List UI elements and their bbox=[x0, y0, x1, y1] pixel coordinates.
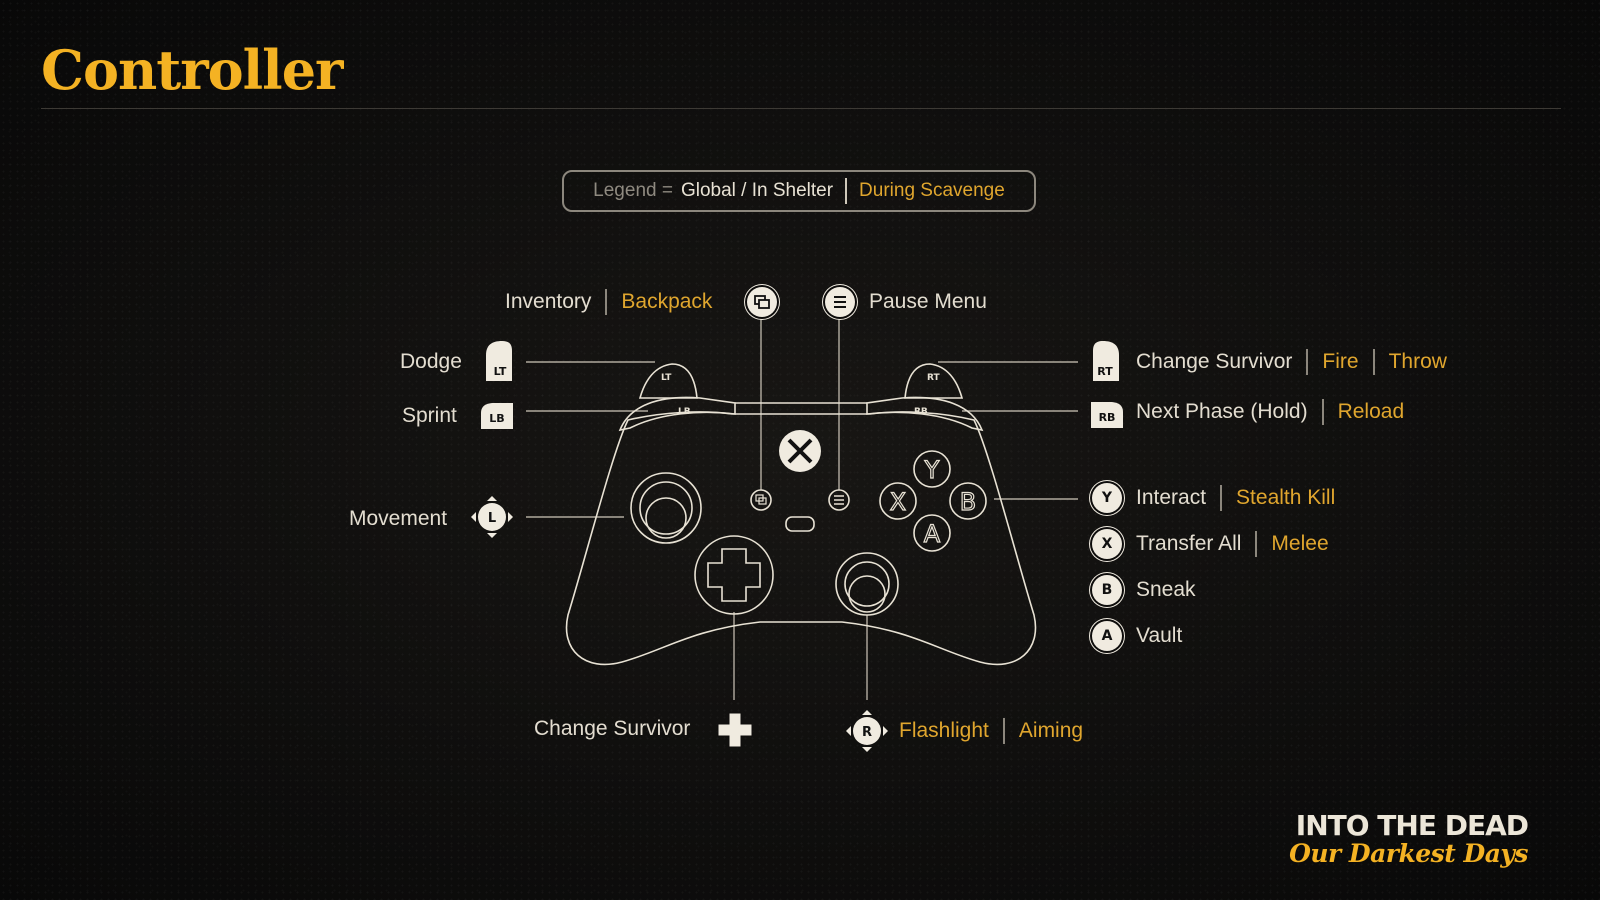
lb-key-icon: LB bbox=[481, 403, 513, 429]
title-divider bbox=[41, 108, 1561, 109]
controller-label-lt: LT bbox=[661, 373, 672, 383]
button-b-icon: B bbox=[1092, 575, 1122, 605]
xbox-logo bbox=[787, 438, 813, 464]
left-stick-icon: L bbox=[471, 496, 513, 538]
label-y: Interact Stealth Kill bbox=[1136, 485, 1336, 512]
leader-lines bbox=[526, 316, 1078, 700]
button-b bbox=[949, 482, 987, 520]
lb-global: Sprint bbox=[402, 404, 457, 427]
dpad-icon bbox=[717, 712, 753, 748]
separator bbox=[1002, 718, 1005, 745]
view-global: Inventory bbox=[505, 290, 592, 313]
view-icon bbox=[747, 287, 777, 317]
left-stick-outer bbox=[630, 472, 702, 544]
rb-key-label: RB bbox=[1099, 411, 1116, 424]
separator bbox=[605, 289, 608, 316]
controller-body bbox=[565, 411, 1037, 666]
separator bbox=[1220, 485, 1223, 512]
menu-global: Pause Menu bbox=[869, 290, 987, 313]
rs-scavenge-2: Aiming bbox=[1018, 719, 1084, 742]
a-global: Vault bbox=[1136, 624, 1183, 647]
controller-label-x: X bbox=[890, 488, 906, 516]
legend-box: Legend = Global / In Shelter During Scav… bbox=[562, 170, 1036, 212]
separator bbox=[1321, 399, 1324, 426]
game-logo: INTO THE DEAD Our Darkest Days bbox=[1289, 809, 1529, 868]
button-x bbox=[879, 482, 917, 520]
dpad-ring bbox=[694, 535, 774, 615]
right-stick-key-label: R bbox=[862, 725, 872, 740]
controller-label-y: Y bbox=[924, 456, 940, 484]
lb-key-label: LB bbox=[489, 412, 504, 425]
share-button bbox=[785, 516, 815, 532]
y-scavenge: Stealth Kill bbox=[1236, 486, 1336, 509]
right-stick-outer bbox=[835, 552, 899, 616]
dpad-cross bbox=[707, 548, 761, 602]
rt-scavenge-2: Throw bbox=[1388, 350, 1447, 373]
label-view: Inventory Backpack bbox=[505, 289, 713, 316]
trigger-left bbox=[638, 363, 698, 399]
label-x: Transfer All Melee bbox=[1136, 531, 1329, 558]
rt-key-icon: RT bbox=[1093, 341, 1119, 381]
legend-prefix: Legend = bbox=[593, 180, 673, 201]
view-scavenge: Backpack bbox=[621, 290, 713, 313]
x-scavenge: Melee bbox=[1271, 532, 1329, 555]
right-stick-icon: R bbox=[846, 710, 888, 752]
controller-label-rb: RB bbox=[914, 407, 928, 417]
rb-key-icon: RB bbox=[1091, 402, 1123, 428]
ls-global: Movement bbox=[349, 507, 448, 530]
controller-label-lb: LB bbox=[678, 407, 691, 417]
right-stick-cap bbox=[848, 575, 886, 613]
bumper-left bbox=[618, 396, 736, 432]
separator bbox=[1255, 531, 1258, 558]
button-a-icon: A bbox=[1092, 621, 1122, 651]
right-stick-inner bbox=[844, 561, 890, 607]
button-y-icon: Y bbox=[1092, 483, 1122, 513]
lt-global: Dodge bbox=[400, 350, 462, 373]
rt-scavenge-1: Fire bbox=[1322, 350, 1359, 373]
rt-key-label: RT bbox=[1097, 365, 1113, 378]
view-button bbox=[750, 489, 772, 511]
legend-global: Global / In Shelter bbox=[680, 180, 834, 201]
rb-scavenge: Reload bbox=[1337, 400, 1405, 423]
logo-line1: INTO THE DEAD bbox=[1295, 809, 1529, 842]
y-global: Interact bbox=[1136, 486, 1207, 509]
x-global: Transfer All bbox=[1136, 532, 1242, 555]
rs-scavenge-1: Flashlight bbox=[899, 719, 989, 742]
label-rs: Flashlight Aiming bbox=[899, 718, 1084, 745]
b-global: Sneak bbox=[1136, 578, 1196, 601]
lt-key-label: LT bbox=[494, 365, 507, 378]
label-rt: Change Survivor Fire Throw bbox=[1136, 349, 1447, 376]
page-title: Controller bbox=[41, 38, 344, 102]
bumper-right bbox=[866, 396, 984, 432]
legend-separator bbox=[845, 178, 848, 204]
dpad-global: Change Survivor bbox=[534, 717, 691, 740]
controller-label-b: B bbox=[960, 488, 976, 516]
menu-icon bbox=[825, 287, 855, 317]
menu-button bbox=[828, 489, 850, 511]
button-y bbox=[913, 450, 951, 488]
label-rb: Next Phase (Hold) Reload bbox=[1136, 399, 1405, 426]
legend-scavenge: During Scavenge bbox=[859, 180, 1005, 201]
left-stick-inner bbox=[639, 481, 693, 535]
button-x-icon: X bbox=[1092, 529, 1122, 559]
separator bbox=[1306, 349, 1309, 376]
left-stick-key-label: L bbox=[488, 511, 496, 526]
lt-key-icon: LT bbox=[486, 341, 512, 381]
controller-label-rt: RT bbox=[927, 373, 941, 383]
separator bbox=[1372, 349, 1375, 376]
controller-label-a: A bbox=[924, 520, 941, 548]
rt-global: Change Survivor bbox=[1136, 350, 1293, 373]
button-a bbox=[913, 514, 951, 552]
logo-line2: Our Darkest Days bbox=[1289, 839, 1528, 868]
trigger-right bbox=[904, 363, 964, 399]
left-stick-cap bbox=[645, 497, 687, 539]
rb-global: Next Phase (Hold) bbox=[1136, 400, 1308, 423]
